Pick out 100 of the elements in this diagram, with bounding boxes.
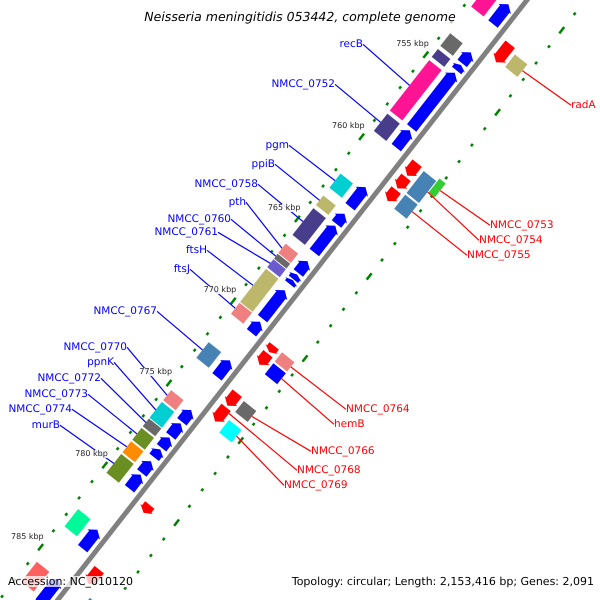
leader-line — [228, 413, 298, 471]
gene-label: NMCC_0755 — [467, 250, 531, 260]
gene-block — [246, 322, 263, 336]
title: Neisseria meningitidis 053442, complete genome — [144, 11, 456, 24]
gene-block — [177, 410, 194, 426]
scale-label: 760 kbp — [332, 122, 365, 130]
gene-block — [274, 352, 294, 372]
gene-block — [166, 423, 184, 440]
gene-block — [264, 363, 286, 384]
gene-label: NMCC_0769 — [284, 480, 348, 490]
gene-label: NMCC_0767 — [93, 306, 157, 316]
gene-block — [432, 49, 450, 67]
footer-text: Topology: circular; Length: 2,153,416 bp; Genes: 2,091 — [292, 576, 594, 587]
gene-label: pth — [228, 197, 246, 208]
gene-block — [266, 342, 279, 354]
gene-label: NMCC_0761 — [154, 227, 218, 238]
leader-line — [440, 190, 490, 226]
gene-block — [394, 174, 411, 189]
gene-block — [385, 186, 401, 202]
scale-label: 780 kbp — [75, 450, 108, 458]
leader-line — [252, 416, 312, 452]
gene-block — [394, 194, 418, 219]
gene-label: ftsH — [186, 245, 207, 256]
leader-line — [206, 250, 254, 286]
gene-block — [124, 474, 144, 492]
gene-block — [230, 302, 252, 324]
leader-line — [334, 84, 381, 123]
gene-block — [256, 350, 273, 366]
gene-label: recB — [339, 39, 363, 50]
gene-block — [440, 33, 463, 56]
gene-label: NMCC_0770 — [63, 342, 127, 352]
gene-block — [285, 277, 298, 288]
leader-line — [218, 232, 271, 264]
gene-block — [458, 52, 474, 68]
gene-block — [132, 428, 154, 450]
gene-label: NMCC_0774 — [8, 404, 72, 414]
gene-block — [163, 390, 184, 410]
leader-line — [427, 192, 480, 241]
gene-block — [345, 186, 368, 210]
leader-line — [236, 436, 284, 486]
leader-line — [114, 362, 156, 410]
leader-line — [522, 70, 572, 106]
gene-block — [150, 402, 174, 428]
gene-label: ppiB — [252, 159, 275, 170]
footer-text: Accession: NC_010120 — [8, 576, 134, 587]
gene-block — [224, 389, 242, 406]
gene-label: ftsJ — [174, 264, 190, 274]
gene-block — [235, 401, 256, 422]
leader-line — [126, 346, 168, 396]
gene-label: NMCC_0772 — [37, 373, 101, 384]
leader-line — [274, 164, 320, 201]
leader-line — [246, 202, 282, 249]
gene-label: NMCC_0752 — [271, 79, 335, 90]
gene-block — [258, 290, 288, 322]
gene-block — [316, 196, 336, 215]
gene-label: NMCC_0754 — [479, 235, 543, 246]
gene-block — [332, 214, 347, 228]
gene-label: murB — [32, 420, 60, 430]
gene-block — [390, 60, 442, 120]
leader-line — [230, 218, 276, 257]
gene-block — [406, 171, 436, 203]
gene-block — [142, 418, 162, 436]
gene-block — [212, 360, 232, 381]
gene-block — [156, 437, 172, 452]
gene-block — [149, 448, 164, 461]
gene-label: NMCC_0758 — [194, 179, 258, 190]
gene-block — [78, 529, 100, 552]
gene-block — [278, 244, 298, 263]
scale-label: 770 kbp — [204, 286, 236, 294]
gene-label: pgm — [265, 140, 289, 150]
leader-line — [281, 378, 334, 425]
gene-block — [294, 260, 310, 277]
leader-line — [72, 408, 128, 448]
gene-block — [122, 441, 144, 462]
gene-block — [137, 460, 154, 477]
gene-block — [404, 159, 422, 176]
scale-label: 785 kbp — [11, 532, 44, 541]
gene-block — [288, 272, 302, 283]
gene-block — [407, 72, 458, 132]
leader-line — [362, 44, 410, 86]
gene-label: NMCC_0760 — [167, 214, 231, 224]
gene-block — [64, 509, 90, 536]
leader-line — [100, 378, 146, 423]
gene-block — [505, 54, 528, 77]
gene-block — [488, 4, 511, 28]
scale-label: 775 kbp — [139, 368, 172, 376]
gene-block — [267, 259, 286, 278]
gene-block — [240, 268, 278, 312]
gene-block — [374, 114, 400, 141]
gene-block — [494, 40, 515, 63]
gene-block — [140, 501, 154, 514]
gene-block — [274, 254, 290, 269]
leader-line — [290, 366, 346, 410]
gene-block — [196, 342, 222, 368]
gene-label: NMCC_0764 — [346, 404, 410, 414]
leader-line — [88, 394, 138, 434]
leader-line — [288, 144, 336, 182]
gene-block — [392, 130, 412, 152]
gene-block — [212, 404, 231, 422]
leader-line — [156, 310, 203, 350]
